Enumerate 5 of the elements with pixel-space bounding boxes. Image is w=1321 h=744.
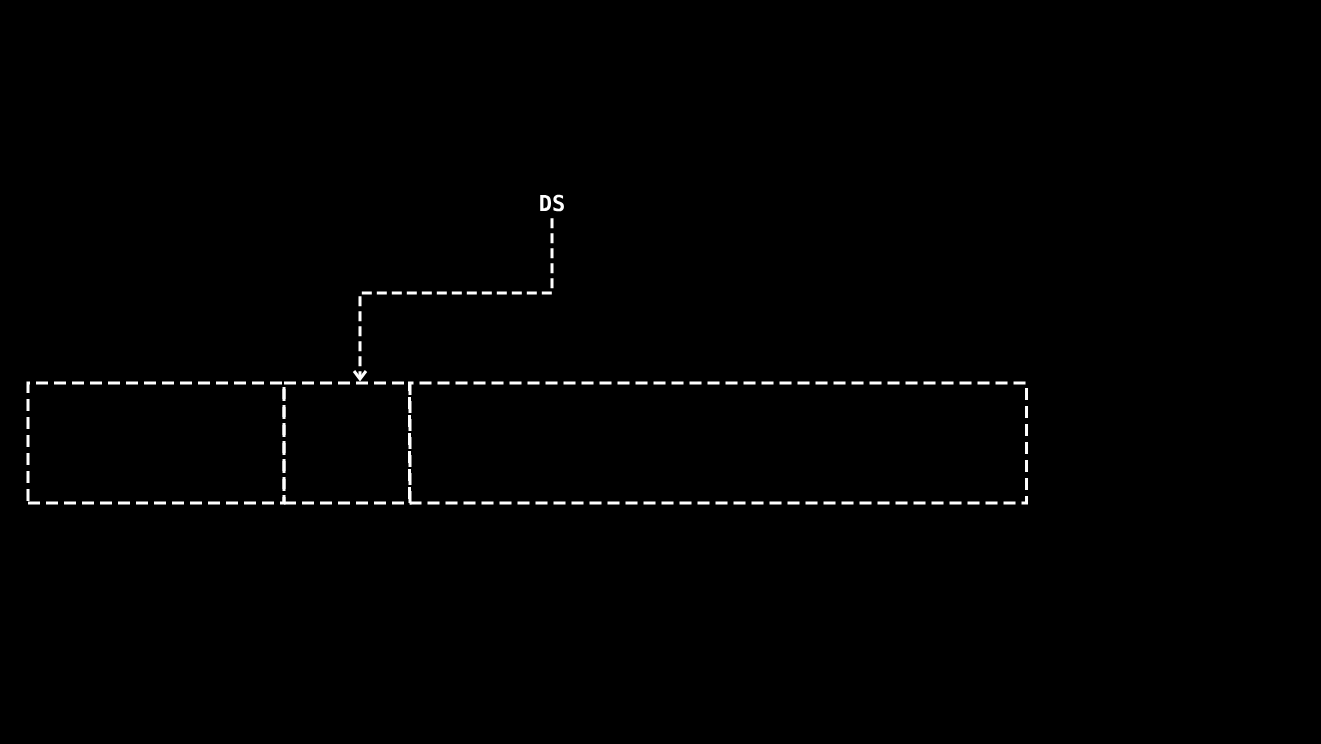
- box: [408, 381, 1028, 505]
- arrow: [352, 218, 554, 382]
- box: [282, 381, 412, 505]
- node-label: DS: [540, 194, 564, 212]
- box: [26, 381, 286, 505]
